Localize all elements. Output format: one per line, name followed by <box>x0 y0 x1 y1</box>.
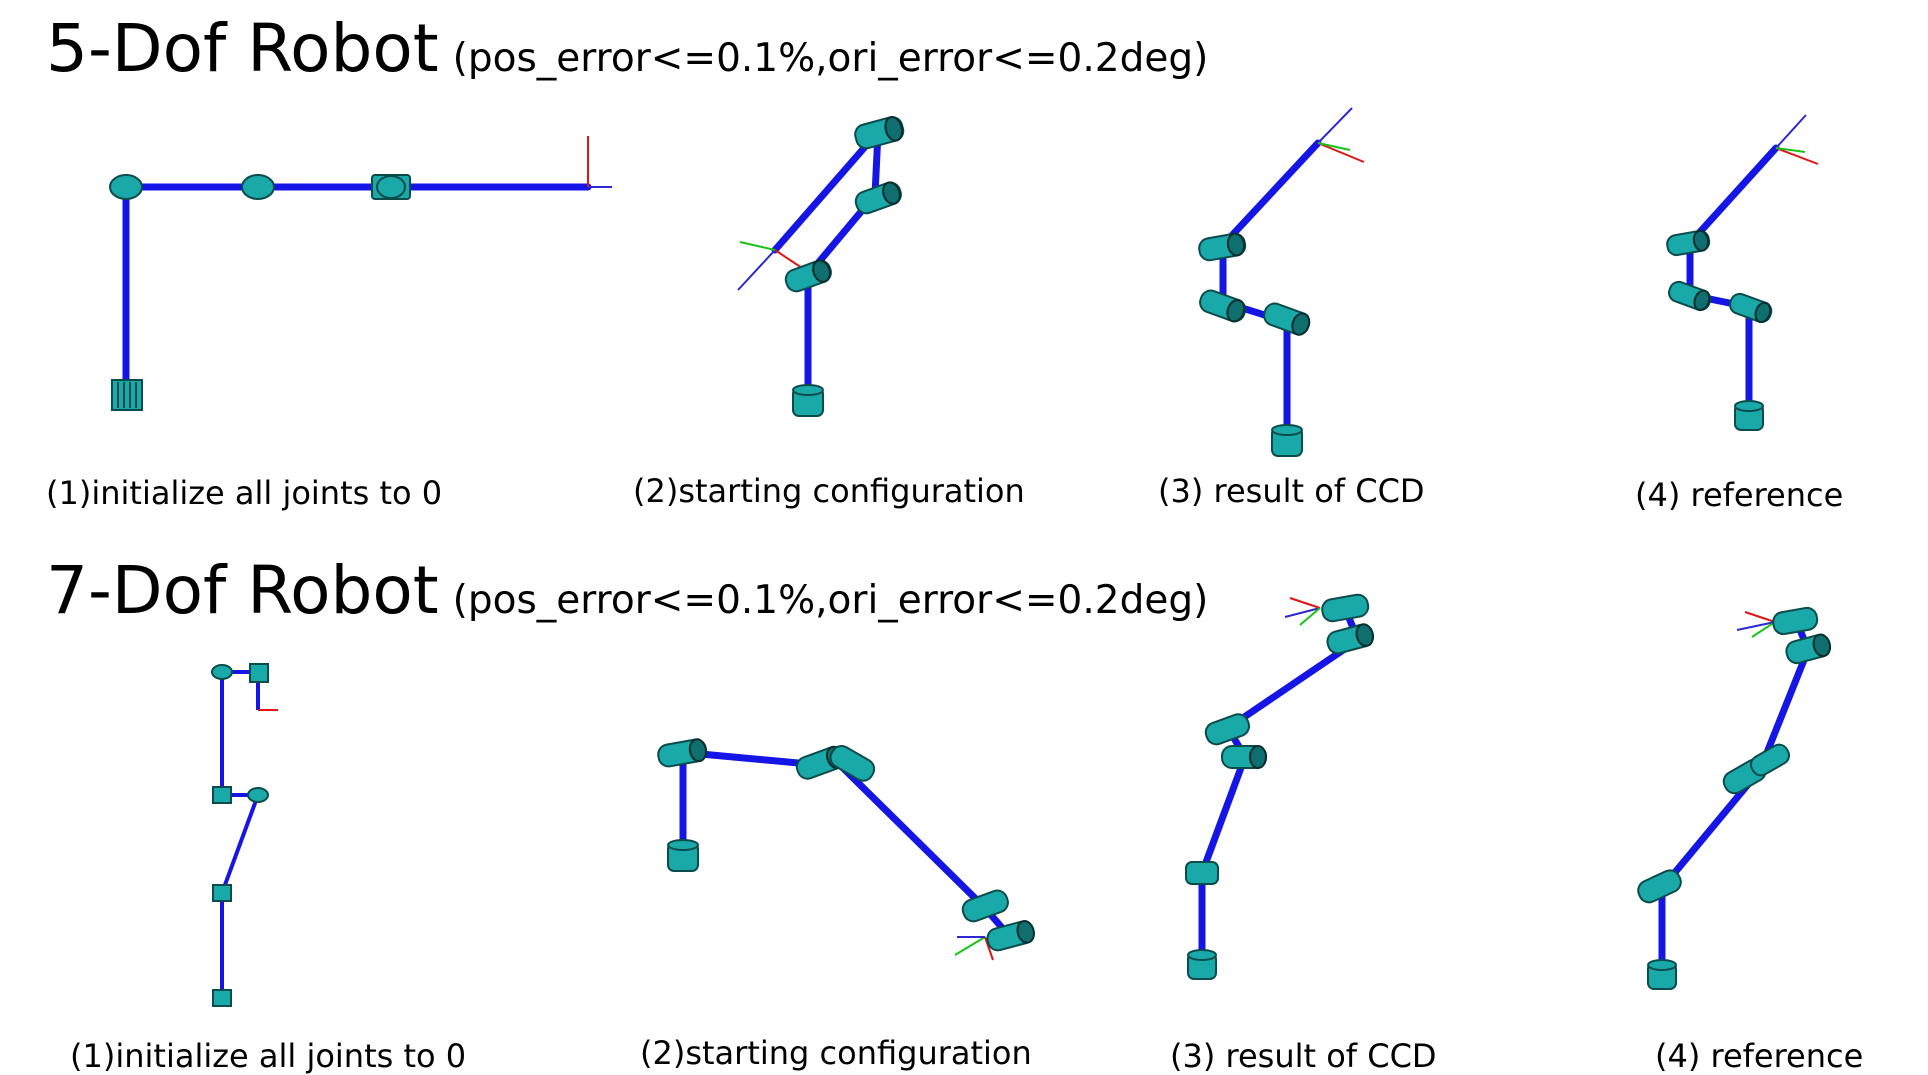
title-5dof: 5-Dof Robot(pos_error<=0.1%,ori_error<=0… <box>46 16 1208 82</box>
caption-7dof-reference: (4) reference <box>1655 1037 1864 1075</box>
joint <box>1637 869 1682 904</box>
robot-7dof-ccd <box>1185 593 1375 980</box>
error-constraint-5dof: (pos_error<=0.1%,ori_error<=0.2deg) <box>452 36 1209 81</box>
robot-7dof-init <box>211 663 278 1007</box>
joint <box>212 884 232 902</box>
robot-7dof-reference <box>1637 606 1832 990</box>
error-constraint-7dof: (pos_error<=0.1%,ori_error<=0.2deg) <box>452 578 1209 623</box>
base-joint <box>212 989 232 1007</box>
caption-7dof-init: (1)initialize all joints to 0 <box>70 1037 467 1075</box>
joint <box>1185 861 1219 885</box>
joint <box>961 889 1009 923</box>
robot-5dof-start <box>737 116 905 417</box>
caption-5dof-reference: (4) reference <box>1635 476 1844 514</box>
title-7dof: 7-Dof Robot(pos_error<=0.1%,ori_error<=0… <box>46 558 1208 624</box>
joint <box>376 175 406 199</box>
joint <box>829 745 876 782</box>
joint <box>249 663 269 683</box>
joint <box>211 664 233 680</box>
robot-5dof-reference <box>1666 114 1819 431</box>
section-title-5dof: 5-Dof Robot <box>46 10 439 87</box>
base-joint <box>111 379 143 411</box>
robot-5dof-ccd <box>1198 107 1365 457</box>
joint <box>1772 606 1819 636</box>
joint <box>1749 743 1791 777</box>
section-title-7dof: 7-Dof Robot <box>46 552 439 629</box>
robot-5dof-init <box>109 136 612 411</box>
joint <box>1204 713 1251 746</box>
joint <box>109 174 143 200</box>
joint <box>212 786 232 804</box>
caption-7dof-start: (2)starting configuration <box>640 1034 1032 1072</box>
caption-7dof-ccd: (3) result of CCD <box>1170 1037 1437 1075</box>
caption-5dof-ccd: (3) result of CCD <box>1158 472 1425 510</box>
robot-7dof-start <box>657 738 1035 961</box>
joint <box>247 787 269 803</box>
joint <box>1321 593 1370 623</box>
caption-5dof-start: (2)starting configuration <box>633 472 1025 510</box>
caption-5dof-init: (1)initialize all joints to 0 <box>46 474 443 512</box>
joint <box>241 174 275 200</box>
